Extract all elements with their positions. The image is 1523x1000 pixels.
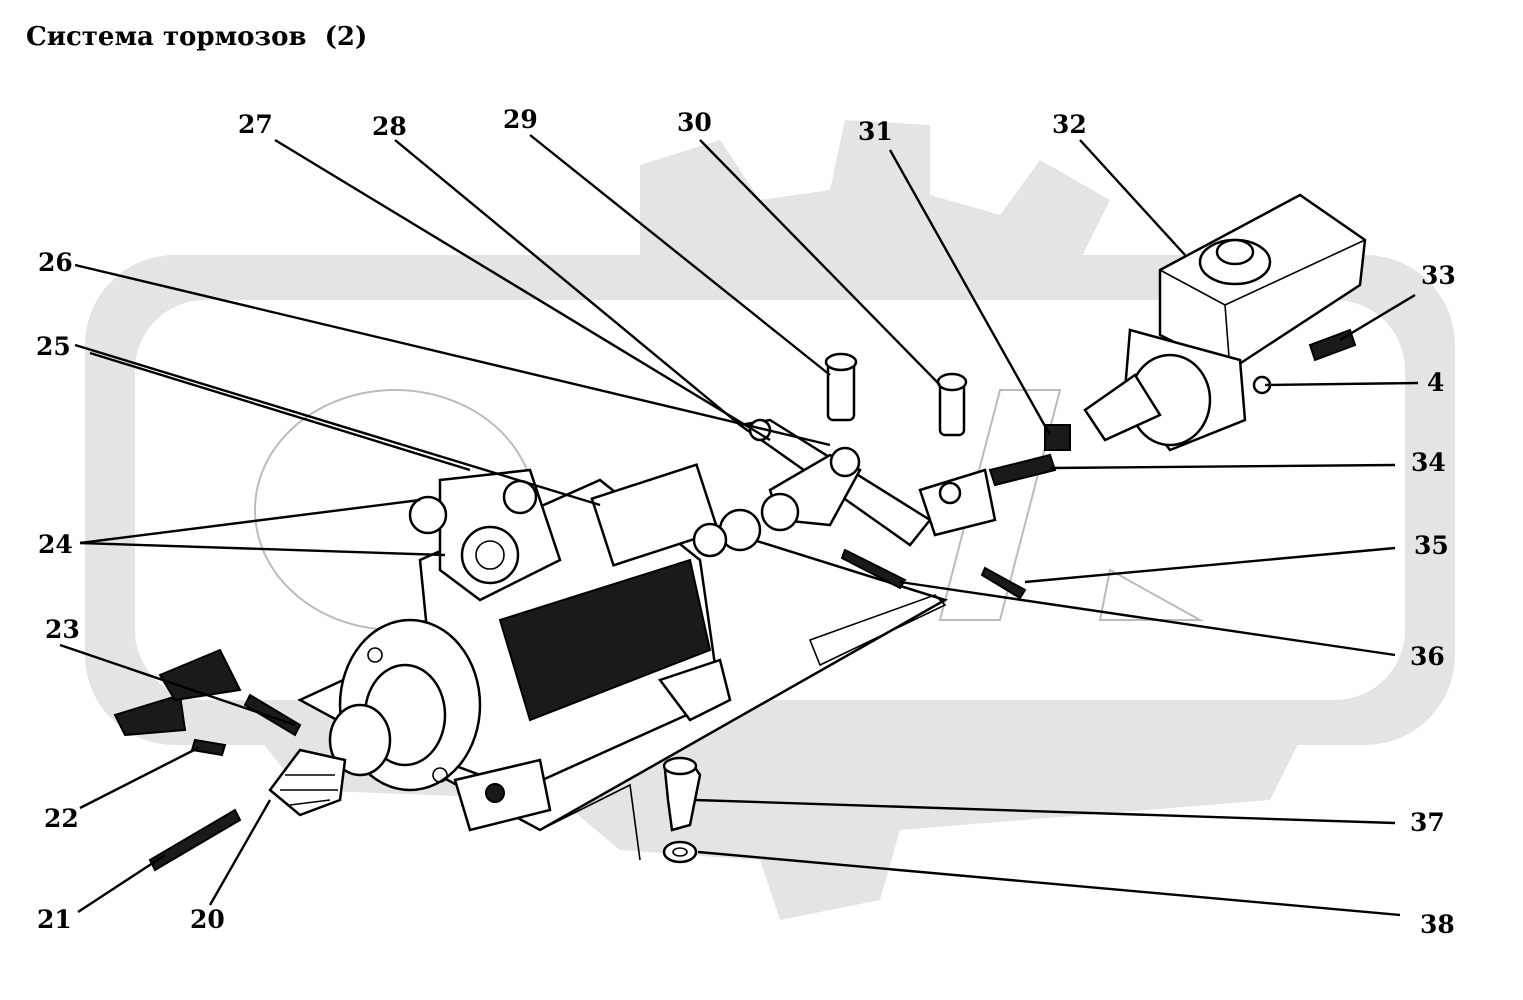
callout-25: 25 <box>36 332 71 361</box>
callout-4: 4 <box>1427 368 1444 397</box>
callout-20: 20 <box>190 905 225 934</box>
callout-24: 24 <box>38 530 73 559</box>
page-title: Система тормозов (2) <box>26 22 368 52</box>
bolt-and-nut <box>662 548 1027 864</box>
callout-21: 21 <box>37 905 72 934</box>
callout-30: 30 <box>677 108 712 137</box>
bellows-boot <box>268 748 347 817</box>
callout-36: 36 <box>1410 642 1445 671</box>
small-parts-left <box>113 648 302 872</box>
callout-23: 23 <box>45 615 80 644</box>
callout-22: 22 <box>44 804 79 833</box>
leader-lines <box>59 134 1419 917</box>
callout-labels: 27 28 29 30 31 32 33 4 34 35 36 37 38 26… <box>36 105 1456 939</box>
callout-27: 27 <box>238 110 273 139</box>
callout-33: 33 <box>1421 261 1456 290</box>
callout-26: 26 <box>38 248 73 277</box>
master-cylinder <box>1083 193 1367 452</box>
callout-32: 32 <box>1052 110 1087 139</box>
callout-28: 28 <box>372 112 407 141</box>
callout-31: 31 <box>858 117 893 146</box>
callout-38: 38 <box>1420 910 1455 939</box>
callout-35: 35 <box>1414 531 1449 560</box>
pins <box>824 352 1071 451</box>
callout-34: 34 <box>1411 448 1446 477</box>
callout-37: 37 <box>1410 808 1445 837</box>
callout-29: 29 <box>503 105 538 134</box>
lever-linkage <box>692 418 1057 558</box>
